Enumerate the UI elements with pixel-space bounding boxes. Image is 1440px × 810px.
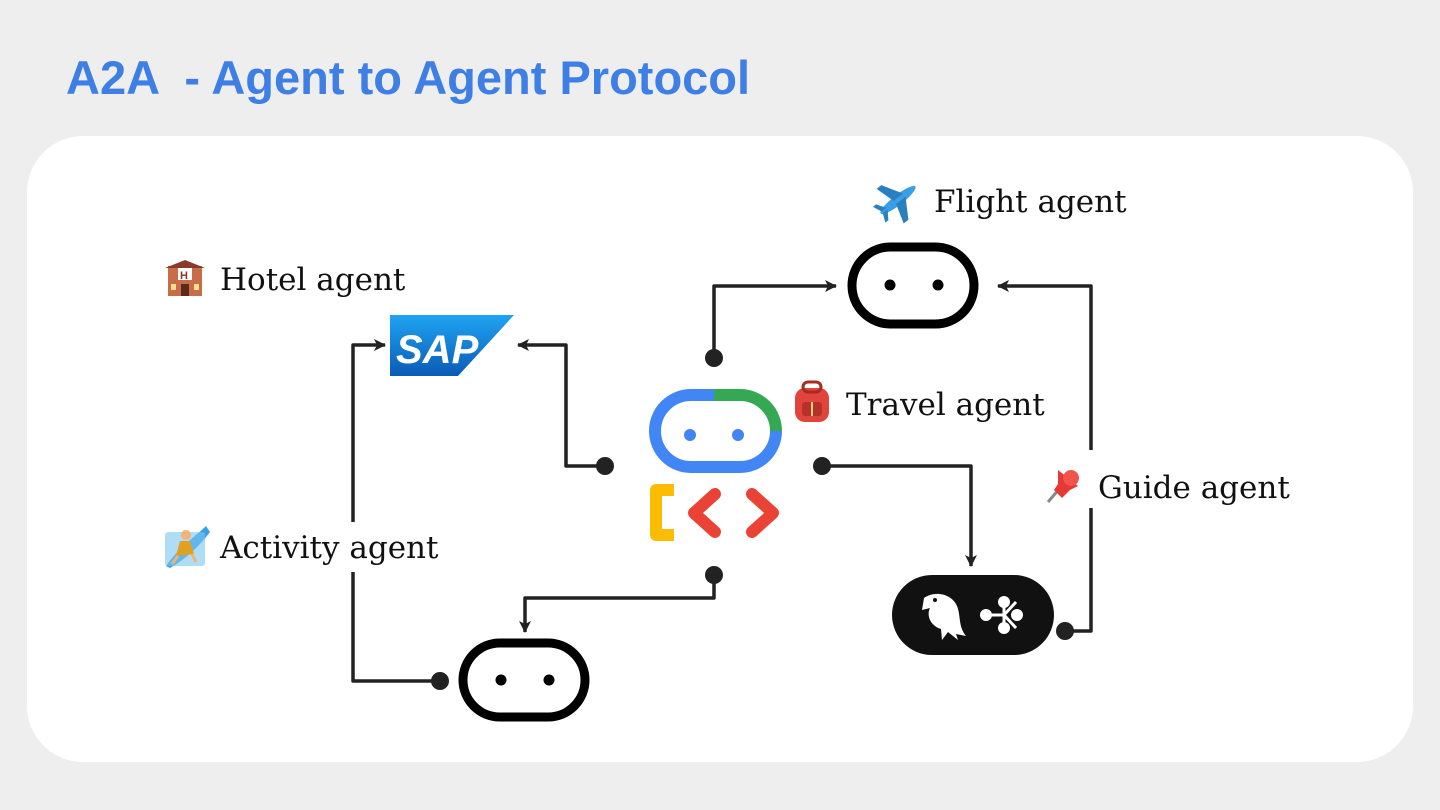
airplane-icon (872, 185, 916, 224)
hotel-agent-label: Hotel agent (220, 262, 406, 298)
svg-text:H: H (180, 270, 188, 282)
connector-guide-to-flight (997, 280, 1093, 450)
activity-agent-robot-icon (458, 638, 590, 722)
connector-travel-to-hotel (517, 339, 605, 468)
connector-travel-to-activity (519, 575, 716, 633)
graph-icon (980, 596, 1023, 634)
diagram-card (27, 136, 1413, 762)
connector-dot (813, 457, 831, 475)
connector-dot (705, 566, 723, 584)
google-agent-dev-kit-logo (649, 389, 782, 541)
connector-dot (596, 457, 614, 475)
activity-agent-label: Activity agent (219, 530, 439, 566)
surfer-icon (165, 526, 210, 568)
parrot-langgraph-logo (892, 575, 1054, 655)
flight-agent-robot-icon (847, 242, 979, 329)
page-title: A2A - Agent to Agent Protocol (66, 51, 751, 104)
svg-text:SAP: SAP (396, 328, 479, 372)
parrot-icon (922, 593, 966, 640)
connector-dot (705, 349, 723, 367)
sap-logo: SAP (390, 315, 514, 376)
pushpin-icon (1046, 470, 1079, 503)
connector-dot (1056, 622, 1074, 640)
flight-agent-label: Flight agent (934, 184, 1127, 220)
connector-activity-line (351, 572, 440, 683)
connector-guide-line (1065, 508, 1093, 633)
travel-agent-label: Travel agent (846, 387, 1045, 423)
hotel-icon: H (165, 260, 205, 296)
connector-dot (431, 672, 449, 690)
connector-travel-to-flight (712, 280, 837, 358)
backpack-icon (795, 380, 829, 422)
guide-agent-label: Guide agent (1098, 470, 1290, 506)
connector-travel-to-guide (822, 464, 977, 567)
connector-activity-to-hotel (351, 339, 386, 522)
